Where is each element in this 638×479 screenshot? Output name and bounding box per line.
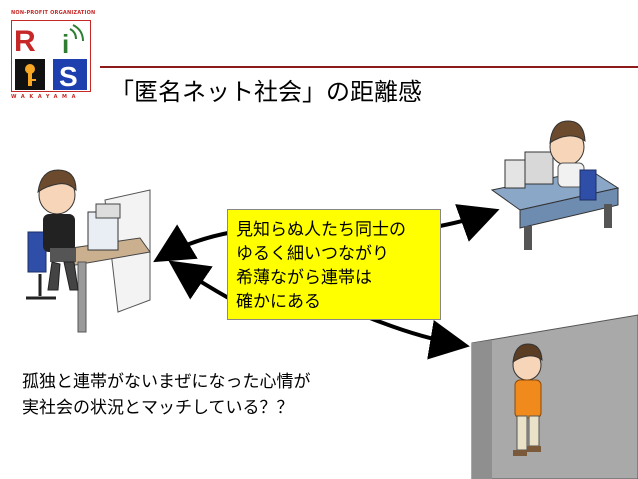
slide-title: 「匿名ネット社会」の距離感 [110, 78, 422, 106]
person-leaning-on-wall-illustration [471, 314, 638, 479]
organization-logo: NON-PROFIT ORGANIZATION R i S WAKAYAMA [11, 10, 96, 102]
person-at-desk-left-illustration [26, 169, 151, 333]
arrow-to-wall-person [369, 316, 470, 360]
caption-line: 孤独と連帯がないまぜになった心情が [22, 372, 311, 392]
key-icon [25, 64, 35, 74]
arrow-to-left-person-2 [168, 260, 233, 302]
person-at-desk-right-illustration [490, 120, 620, 250]
callout-line: 確かにある [236, 292, 321, 312]
logo-letter-s: S [59, 61, 78, 92]
connection-callout: 見知らぬ人たち同士の ゆるく細いつながり 希薄ながら連帯は 確かにある [227, 209, 441, 320]
arrow-to-right-person [439, 204, 500, 242]
logo-bottom-text: WAKAYAMA [11, 94, 81, 100]
s-tile [53, 59, 87, 90]
title-rule [100, 66, 638, 68]
caption-line: 実社会の状況とマッチしている？？ [22, 398, 294, 418]
slide-caption: 孤独と連帯がないまぜになった心情が 実社会の状況とマッチしている？？ [22, 369, 311, 421]
signal-icon [69, 28, 77, 40]
callout-line: 希薄ながら連帯は [236, 268, 372, 288]
logo-letter-i: i [62, 29, 69, 59]
logo-top-text: NON-PROFIT ORGANIZATION [11, 10, 96, 16]
callout-line: ゆるく細いつながり [236, 244, 389, 264]
arrow-to-left-person [153, 224, 234, 263]
logo-mark: R i S [14, 24, 87, 92]
logo-letter-r: R [14, 25, 36, 58]
logo-box: R i S [11, 20, 91, 92]
callout-line: 見知らぬ人たち同士の [236, 220, 406, 240]
